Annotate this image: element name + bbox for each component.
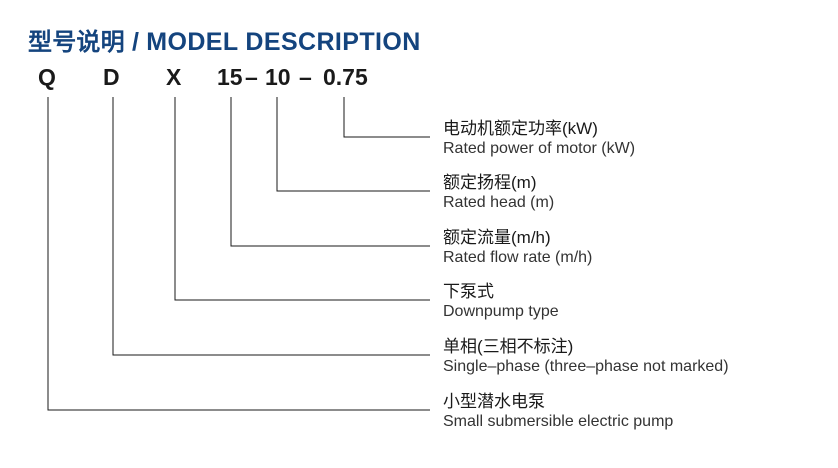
callout-rated-power: 电动机额定功率(kW) Rated power of motor (kW) <box>443 118 635 159</box>
callout-downpump-type-zh: 下泵式 <box>443 282 494 301</box>
page-title-zh: 型号说明 <box>28 29 125 56</box>
callout-rated-power-en: Rated power of motor (kW) <box>443 140 636 157</box>
page-title-en: MODEL DESCRIPTION <box>146 28 421 56</box>
code-segment-head: 10 <box>265 64 291 90</box>
code-segment-dash-2: – <box>299 64 312 90</box>
callout-phase-zh: 单相(三相不标注) <box>443 337 574 356</box>
callout-downpump-type-en: Downpump type <box>443 303 559 320</box>
callout-rated-head-en: Rated head (m) <box>443 194 555 211</box>
code-segment-flow: 15 <box>217 64 243 90</box>
callout-pump-family-zh: 小型潜水电泵 <box>443 392 545 411</box>
callout-pump-family-en: Small submersible electric pump <box>443 413 674 430</box>
callout-rated-head: 额定扬程(m) Rated head (m) <box>443 172 554 213</box>
callout-phase-en: Single–phase (three–phase not marked) <box>443 358 729 375</box>
code-segment-x: X <box>166 64 182 90</box>
callout-rated-flow: 额定流量(m/h) Rated flow rate (m/h) <box>443 227 592 268</box>
callout-pump-family: 小型潜水电泵 Small submersible electric pump <box>443 391 673 432</box>
code-segment-q: Q <box>38 64 56 90</box>
callout-phase: 单相(三相不标注) Single–phase (three–phase not … <box>443 336 729 377</box>
code-segment-power: 0.75 <box>323 64 368 90</box>
code-segment-d: D <box>103 64 120 90</box>
leader-line-pump-family <box>47 97 430 411</box>
leader-line-rated-flow <box>230 97 430 247</box>
callout-rated-flow-zh: 额定流量(m/h) <box>443 228 551 247</box>
code-segment-dash-1: – <box>245 64 258 90</box>
page-title-separator: / <box>124 28 147 56</box>
leader-line-downpump-type <box>174 97 430 301</box>
callout-rated-power-zh: 电动机额定功率(kW) <box>443 119 598 138</box>
callout-rated-flow-en: Rated flow rate (m/h) <box>443 249 593 266</box>
callout-downpump-type: 下泵式 Downpump type <box>443 281 559 322</box>
callout-rated-head-zh: 额定扬程(m) <box>443 173 537 192</box>
page-title: 型号说明 / MODEL DESCRIPTION <box>28 22 421 57</box>
leader-line-rated-power <box>343 97 430 138</box>
leader-line-rated-head <box>276 97 430 192</box>
leader-line-phase <box>112 97 430 356</box>
